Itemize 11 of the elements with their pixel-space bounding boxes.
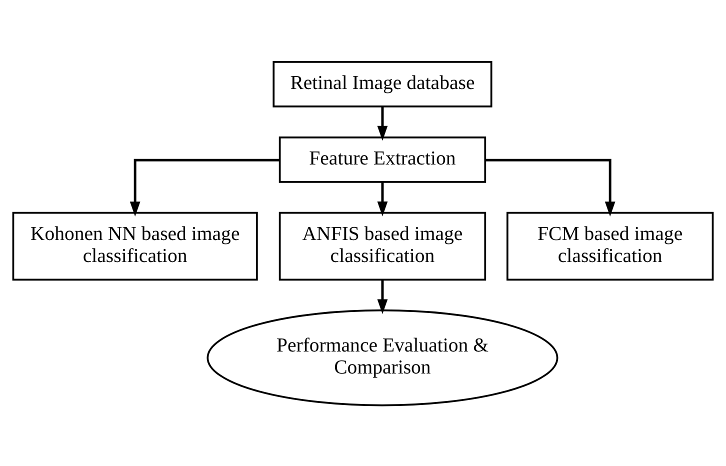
arrow [377,279,388,314]
arrow [130,158,280,216]
node-ellipse: Performance Evaluation & Comparison [206,308,558,406]
node-box: ANFIS based image classification [278,211,486,280]
arrow [377,106,388,140]
node-box: Retinal Image database [272,60,492,107]
arrow [377,181,388,216]
node-box: FCM based image classification [506,211,714,280]
node-box: Kohonen NN based image classification [12,211,258,280]
node-box: Feature Extraction [278,136,486,182]
arrow [485,158,616,216]
